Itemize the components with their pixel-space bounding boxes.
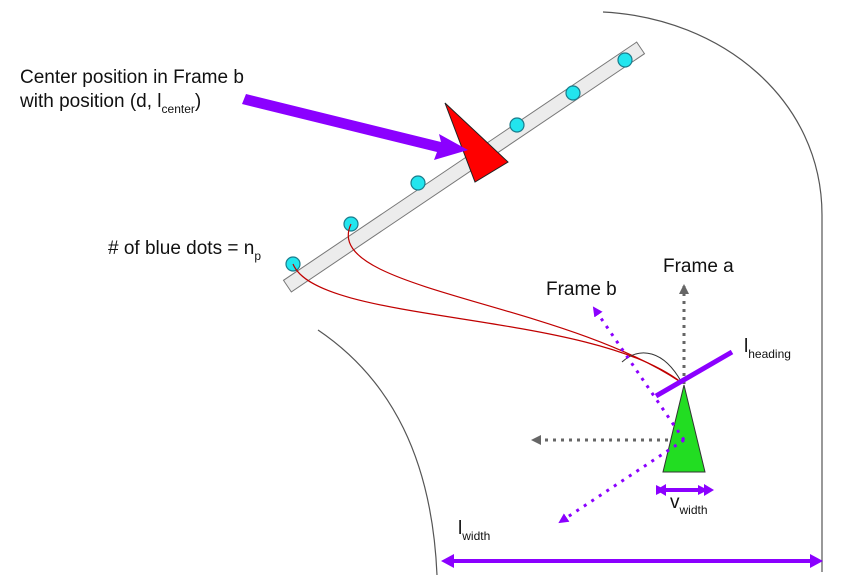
frame-b-forward-axis bbox=[592, 306, 686, 441]
frame-a-label: Frame a bbox=[663, 256, 734, 277]
vehicle-width-head-left bbox=[656, 484, 666, 496]
vehicle-width-label: vwidth bbox=[670, 492, 708, 517]
heading-curve bbox=[621, 352, 683, 384]
frame-b-label: Frame b bbox=[546, 279, 617, 300]
path-curve bbox=[292, 263, 683, 384]
lane-segment bbox=[282, 41, 646, 293]
heading-label: lheading bbox=[744, 336, 791, 361]
lane-width-label: lwidth bbox=[458, 518, 490, 543]
center-marker-triangle bbox=[444, 102, 509, 183]
heading-line bbox=[654, 349, 734, 399]
pointer-arrow bbox=[242, 94, 468, 160]
center-label-line2: with position (d, lcenter) bbox=[19, 91, 201, 116]
blue-dot bbox=[509, 117, 525, 133]
blue-dot bbox=[410, 175, 426, 191]
frame-b-lateral-axis bbox=[558, 438, 685, 524]
road-inner-edge bbox=[317, 329, 438, 576]
center-label-line1: Center position in Frame b bbox=[20, 67, 244, 88]
road-outer-edge bbox=[602, 11, 823, 572]
dots-count-label: # of blue dots = np bbox=[108, 238, 261, 263]
blue-dot bbox=[617, 52, 633, 68]
vehicle-width-head-right bbox=[704, 484, 714, 496]
blue-dot bbox=[565, 85, 581, 101]
vehicle-triangle bbox=[662, 384, 706, 473]
lane-width-head-right bbox=[810, 554, 823, 568]
lane-width-head-left bbox=[441, 554, 454, 568]
path-curve bbox=[347, 223, 683, 384]
